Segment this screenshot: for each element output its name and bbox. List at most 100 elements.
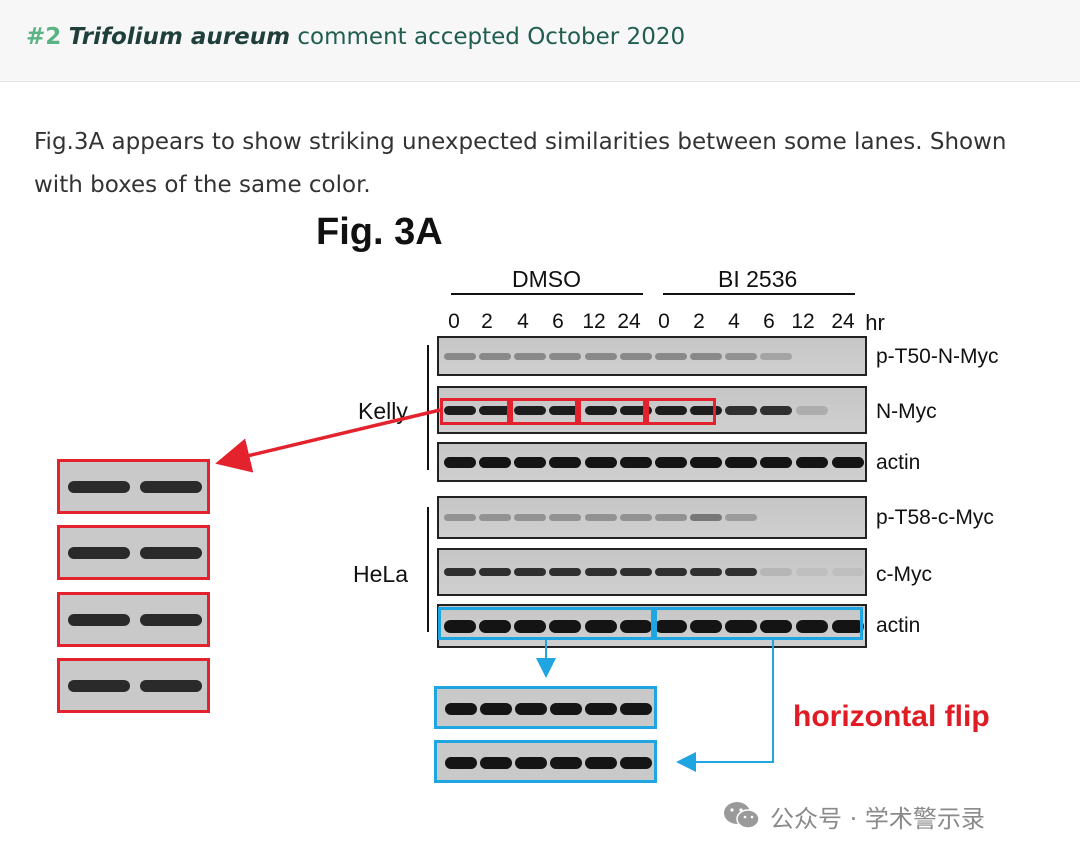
blot-band [620, 619, 652, 633]
zoomed-band [585, 757, 617, 769]
blot-panel [437, 336, 867, 376]
blot-band [796, 568, 828, 576]
blot-band [479, 352, 511, 360]
blue-arrow-flip [676, 640, 774, 772]
zoomed-band [515, 757, 547, 769]
comment-species: Trifolium aureum [68, 24, 291, 50]
protein-label-p-t50-n-myc: p-T50-N-Myc [876, 345, 999, 368]
blot-band [620, 514, 652, 521]
watermark-text: 公众号 · 学术警示录 [770, 805, 985, 833]
protein-label-actin-hela: actin [876, 614, 921, 637]
blot-band [549, 619, 581, 633]
blot-band [444, 352, 476, 360]
timepoint-label: 24 [617, 310, 641, 333]
figure-title: Fig. 3A [316, 211, 443, 253]
blot-band [796, 405, 828, 415]
timepoint-label: 12 [582, 310, 606, 333]
cell-label-hela: HeLa [353, 561, 408, 587]
blot-band [444, 619, 476, 633]
blot-band [832, 619, 864, 633]
zoomed-red-panel [57, 459, 210, 514]
zoomed-band [445, 757, 477, 769]
blot-band [444, 456, 476, 468]
zoomed-band [620, 757, 652, 769]
hela-bracket [427, 507, 429, 632]
zoomed-band [68, 481, 130, 493]
blot-band [549, 456, 581, 468]
zoomed-red-panel [57, 592, 210, 647]
red-box-nmyc-4 [646, 398, 716, 425]
blot-band [444, 405, 476, 415]
blot-panel [437, 496, 867, 539]
timepoint-label: 6 [552, 310, 564, 333]
blot-band [620, 352, 652, 360]
kelly-bracket [427, 345, 429, 470]
blot-band [514, 352, 546, 360]
comment-header: #2 Trifolium aureum comment accepted Oct… [0, 0, 1080, 82]
blot-band [479, 619, 511, 633]
red-box-nmyc-2 [510, 398, 578, 425]
blot-band [760, 619, 792, 633]
comment-number: #2 [26, 24, 62, 50]
blot-band [585, 619, 617, 633]
zoomed-band [140, 614, 202, 626]
comment-body: Fig.3A appears to show striking unexpect… [34, 129, 1007, 198]
blot-band [725, 456, 757, 468]
zoomed-band [550, 757, 582, 769]
blot-band [655, 568, 687, 576]
blot-band [690, 352, 722, 360]
timepoint-label: 2 [481, 310, 493, 333]
group-label-dmso: DMSO [512, 266, 581, 292]
blot-band [690, 568, 722, 576]
zoomed-red-panel [57, 658, 210, 713]
blot-band [760, 405, 792, 415]
zoomed-band [68, 614, 130, 626]
blot-band [690, 619, 722, 633]
zoomed-band [585, 703, 617, 715]
zoomed-band [140, 680, 202, 692]
zoomed-band [445, 703, 477, 715]
blot-band [444, 568, 476, 576]
blot-band [549, 514, 581, 521]
blot-band [479, 405, 511, 415]
zoomed-band [620, 703, 652, 715]
comment-title: #2 Trifolium aureum comment accepted Oct… [26, 24, 685, 50]
zoomed-blue-panel [434, 740, 657, 783]
blot-panel [437, 548, 867, 596]
blot-band [549, 352, 581, 360]
blot-band [585, 568, 617, 576]
blot-band [760, 352, 792, 360]
blot-band [725, 405, 757, 415]
zoomed-blue-panel [434, 686, 657, 729]
blot-band [690, 456, 722, 468]
protein-label-c-myc: c-Myc [876, 563, 932, 586]
group-label-bi2536: BI 2536 [718, 266, 798, 292]
group-underline-bi2536 [663, 293, 855, 295]
red-arrow [215, 408, 441, 473]
blot-band [690, 405, 722, 415]
timepoint-label: 0 [658, 310, 670, 333]
blot-band [514, 568, 546, 576]
zoomed-band [480, 703, 512, 715]
blot-band [444, 514, 476, 521]
blot-band [514, 514, 546, 521]
protein-label-p-t58-c-myc: p-T58-c-Myc [876, 506, 994, 529]
blot-band [549, 405, 581, 415]
blot-band [655, 514, 687, 521]
blue-box-actin-bi2536 [654, 607, 863, 640]
zoomed-band [140, 481, 202, 493]
blot-band [725, 619, 757, 633]
time-unit-label: hr [865, 310, 885, 335]
blot-band [655, 619, 687, 633]
blot-band [585, 514, 617, 521]
zoomed-red-panel [57, 525, 210, 580]
zoomed-band [68, 680, 130, 692]
blot-band [760, 456, 792, 468]
timepoint-label: 6 [763, 310, 775, 333]
zoomed-band [140, 547, 202, 559]
blot-band [620, 568, 652, 576]
blot-panel [437, 442, 867, 482]
blot-band [690, 514, 722, 521]
timepoint-label: 12 [791, 310, 815, 333]
